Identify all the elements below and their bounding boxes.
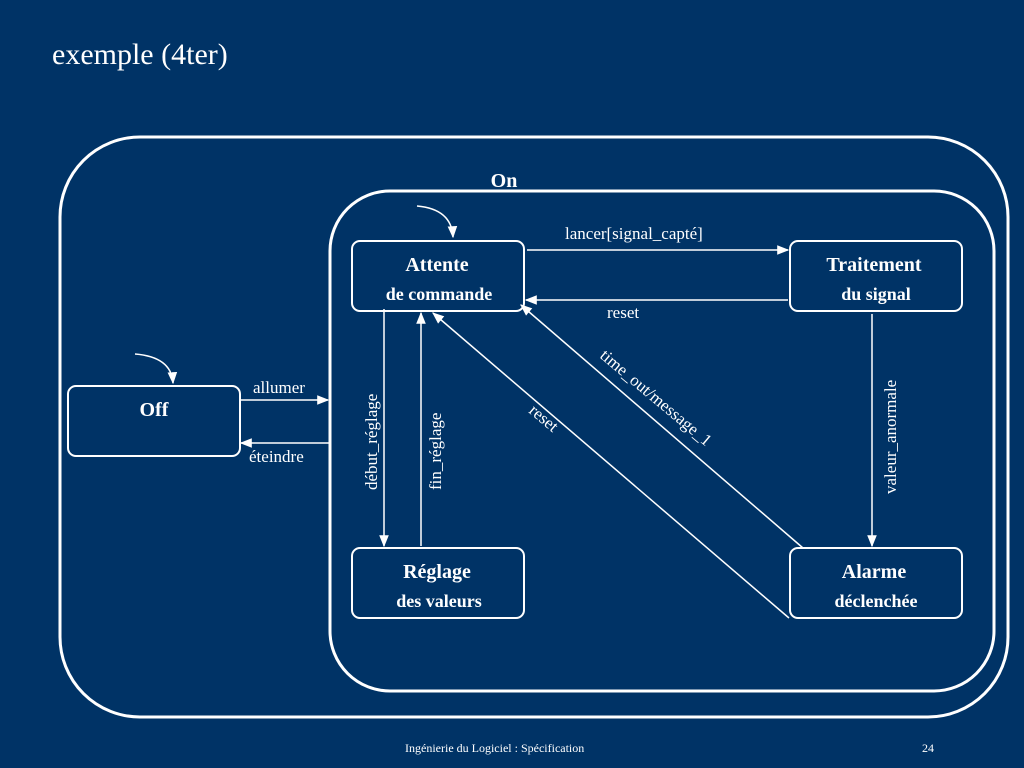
transition-fin-reglage-label: fin_réglage [426,413,445,490]
on-state-label: On [491,170,518,192]
state-reglage-label-line2: des valeurs [396,591,482,611]
initial-arrow-off [134,353,178,385]
state-reglage: Réglage des valeurs [351,547,525,619]
footer-course-title: Ingénierie du Logiciel : Spécification [405,741,585,755]
transition-time-out-arrow [520,304,804,549]
state-traitement: Traitement du signal [789,240,963,312]
transition-reset-diag-arrow [432,312,790,619]
footer-page-number: 24 [922,741,934,755]
transition-debut-reglage-label: début_réglage [362,394,381,490]
on-composite-state [328,189,996,693]
transition-lancer-label: lancer[signal_capté] [565,224,703,243]
state-alarme-label-line2: déclenchée [835,591,918,611]
state-attente-label-line1: Attente [405,254,468,276]
state-off-label: Off [140,399,169,421]
state-alarme-label-line1: Alarme [842,561,907,583]
slide-title: exemple (4ter) [52,38,228,71]
transition-reset-diag-label: reset [525,401,562,436]
transition-valeur-anormale-label: valeur_anormale [881,380,900,494]
state-traitement-label-line2: du signal [841,284,911,304]
state-reglage-label-line1: Réglage [403,561,471,583]
state-off: Off [67,385,241,457]
state-traitement-label-line1: Traitement [826,254,921,276]
state-attente-label-line2: de commande [386,284,493,304]
transition-reset-top-label: reset [607,303,639,322]
initial-arrow-attente [416,205,458,239]
transition-time-out-label: time_out/message_1 [596,346,715,450]
transition-eteindre-label: éteindre [249,447,304,466]
state-attente: Attente de commande [351,240,525,312]
outer-state-machine-frame [58,135,1010,719]
state-alarme: Alarme déclenchée [789,547,963,619]
transition-allumer-label: allumer [253,378,305,397]
